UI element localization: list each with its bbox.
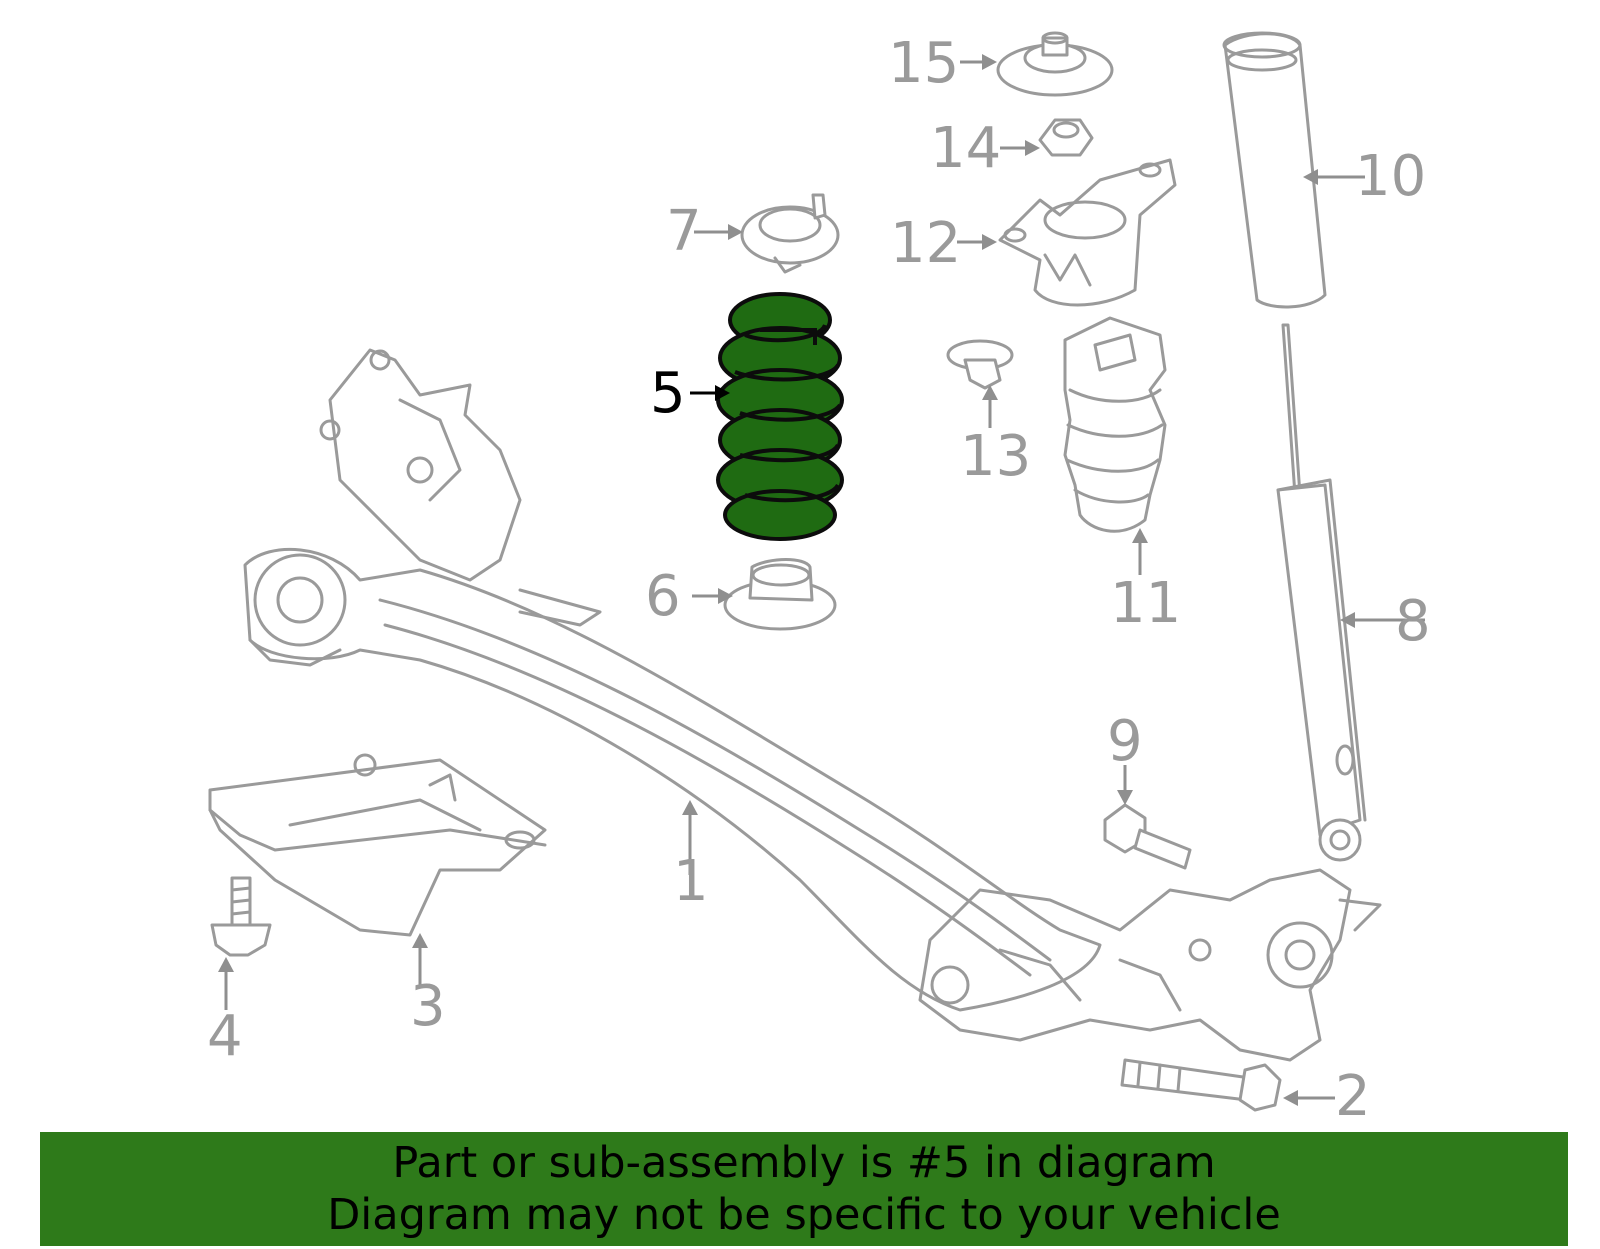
bolt-4 xyxy=(210,876,272,957)
lower-spring-seat xyxy=(723,558,837,631)
callout-4: 4 xyxy=(207,1004,243,1069)
coil-spring xyxy=(716,292,844,541)
upper-spring-seat xyxy=(740,193,840,274)
leader-lines xyxy=(218,54,1425,1106)
callout-2: 2 xyxy=(1335,1064,1371,1129)
lower-bracket xyxy=(208,753,547,937)
bolt-9 xyxy=(1103,803,1192,870)
mount-bracket xyxy=(998,158,1177,307)
dust-boot xyxy=(1222,31,1327,309)
callout-9: 9 xyxy=(1107,709,1143,774)
info-banner: Part or sub-assembly is #5 in diagram Di… xyxy=(40,1132,1568,1246)
callout-8: 8 xyxy=(1395,589,1431,654)
banner-line-2: Diagram may not be specific to your vehi… xyxy=(327,1190,1281,1240)
callout-15: 15 xyxy=(888,31,959,96)
callout-14: 14 xyxy=(930,116,1001,181)
callout-13: 13 xyxy=(960,424,1031,489)
callout-12: 12 xyxy=(890,211,961,276)
clip-13 xyxy=(946,339,1014,390)
upper-mount xyxy=(996,31,1114,97)
callout-10: 10 xyxy=(1355,144,1426,209)
rear-axle-beam xyxy=(243,348,1382,1062)
bump-stop xyxy=(1063,316,1167,533)
callout-3: 3 xyxy=(410,974,446,1039)
callout-7: 7 xyxy=(666,199,702,264)
callout-11: 11 xyxy=(1110,571,1181,636)
callout-6: 6 xyxy=(645,564,681,629)
nut-14 xyxy=(1038,118,1094,157)
bolt-2 xyxy=(1120,1058,1282,1112)
shock-absorber xyxy=(1276,323,1367,862)
callout-5: 5 xyxy=(650,361,686,426)
callout-1: 1 xyxy=(673,849,709,914)
banner-line-1: Part or sub-assembly is #5 in diagram xyxy=(392,1138,1216,1188)
